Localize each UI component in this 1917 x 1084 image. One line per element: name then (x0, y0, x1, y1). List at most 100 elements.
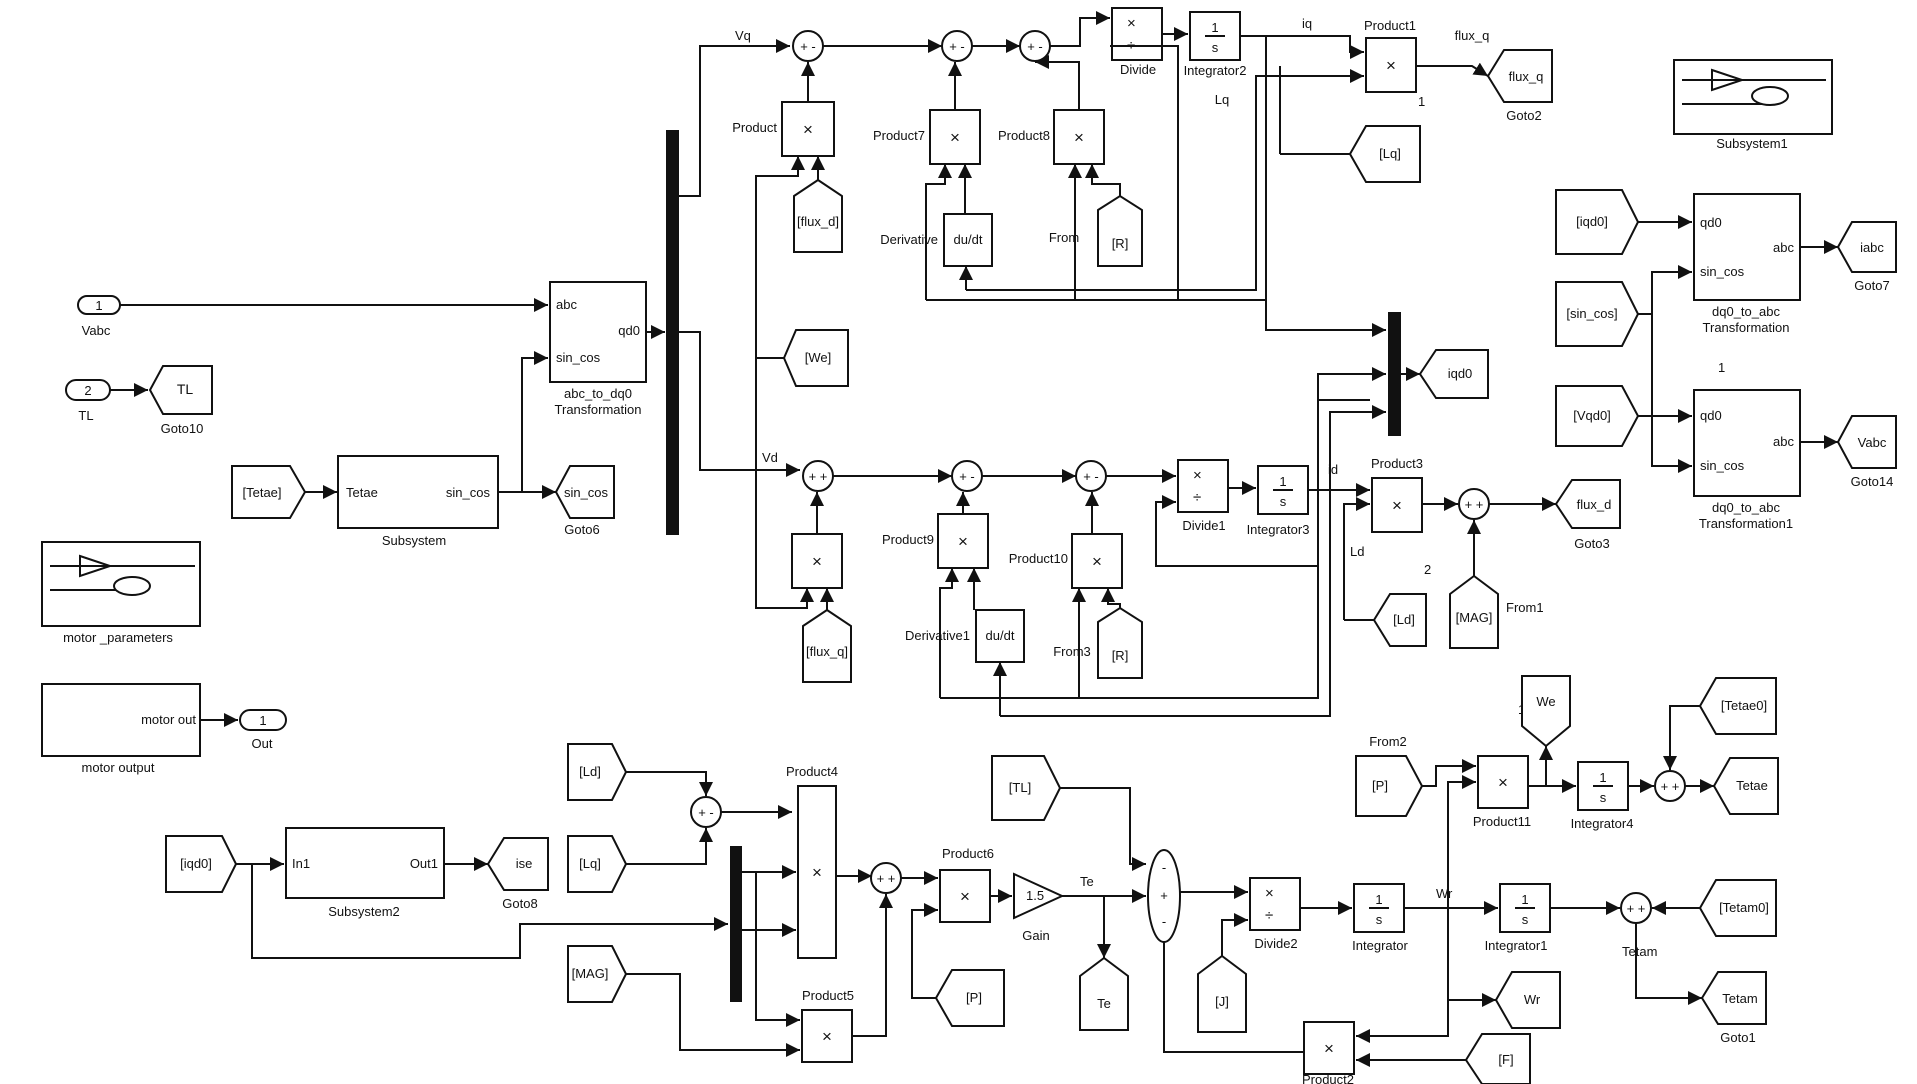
abc-to-dq0-transformation[interactable]: abc sin_cos qd0 abc_to_dq0 Transformatio… (549, 281, 647, 417)
product6-label: Product6 (942, 846, 994, 861)
product10-block[interactable]: × Product10 (1009, 533, 1123, 589)
goto-tetae[interactable]: Tetae (1712, 757, 1779, 815)
motor-output-block[interactable]: motor out motor output (41, 683, 201, 775)
from-mag[interactable]: [MAG] From1 (1449, 574, 1544, 649)
from-ld-2[interactable]: [Ld] (567, 743, 628, 801)
from-flux-d[interactable]: [flux_d] (793, 178, 843, 253)
product6-block[interactable]: × Product6 (939, 846, 994, 923)
outport-number: 1 (259, 713, 266, 728)
goto-wr[interactable]: Wr (1494, 971, 1561, 1029)
from-iqd0-2[interactable]: [iqd0] (165, 835, 238, 893)
from-r[interactable]: [R] (1097, 194, 1143, 267)
goto-tl[interactable]: TL Goto10 (148, 365, 213, 436)
sum-q3[interactable]: + - (1019, 30, 1051, 62)
from-j[interactable]: [J] (1197, 954, 1247, 1033)
abc-input-port: abc (556, 297, 577, 312)
from-iqd0[interactable]: [iqd0] (1555, 189, 1640, 255)
motor-parameters-block[interactable]: motor _parameters (41, 541, 201, 645)
subsystem2-out: Out1 (410, 856, 438, 871)
mux-bar[interactable] (1388, 312, 1401, 436)
from-p[interactable]: [P] (934, 969, 1005, 1027)
product4-block[interactable]: × Product4 (786, 764, 838, 959)
port-number-1b: 1 (1718, 360, 1725, 375)
from-tetam0[interactable]: [Tetam0] (1698, 879, 1777, 937)
goto-iqd0-label: iqd0 (1448, 366, 1473, 381)
sum-tetam[interactable]: + + (1620, 892, 1652, 924)
integrator-block[interactable]: 1s Integrator (1352, 883, 1408, 953)
subsystem-block[interactable]: Tetae sin_cos Subsystem (337, 455, 499, 548)
inport-tl[interactable]: 2 TL (65, 379, 111, 423)
from-tetae0[interactable]: [Tetae0] (1698, 677, 1777, 735)
product7-block[interactable]: × Product7 (873, 109, 981, 165)
sum-d3[interactable]: + - (1075, 460, 1107, 492)
integrator1-block[interactable]: 1s Integrator1 (1485, 883, 1551, 953)
integrator3-block[interactable]: 1s Integrator3 (1247, 465, 1310, 537)
from-r-2[interactable]: [R] (1097, 606, 1143, 679)
from-lq[interactable]: [Lq] (1348, 125, 1421, 183)
product9-block[interactable]: × Product9 (882, 513, 989, 569)
from-lq-2[interactable]: [Lq] (567, 835, 628, 893)
sum-ld-lq[interactable]: + - (690, 796, 722, 828)
sum-tetae[interactable]: + + (1654, 770, 1686, 802)
integrator2-block[interactable]: 1s Integrator2 (1184, 11, 1247, 78)
from-f[interactable]: [F] (1464, 1033, 1531, 1084)
from-mag-2[interactable]: [MAG] (567, 945, 628, 1003)
outport-out[interactable]: 1 Out (239, 709, 287, 751)
goto-flux-q[interactable]: flux_q Goto2 (1486, 49, 1553, 123)
demux-bar-2[interactable] (730, 846, 742, 1002)
product-block[interactable]: × Product (732, 101, 835, 157)
product8-block[interactable]: × Product8 (998, 109, 1105, 165)
from-sincos[interactable]: [sin_cos] (1555, 281, 1640, 347)
from-tetae[interactable]: [Tetae] (231, 465, 307, 519)
svg-text:s: s (1522, 912, 1529, 927)
dq0-to-abc-block[interactable]: qd0 sin_cos abc dq0_to_abc Transformatio… (1693, 193, 1801, 335)
divide-block[interactable]: ×÷ Divide (1111, 7, 1163, 77)
flux-q-signal-label: flux_q (1455, 28, 1490, 43)
from-p-2[interactable]: [P] (1355, 755, 1424, 817)
demux-bar[interactable] (666, 130, 679, 535)
divide2-block[interactable]: ×÷ Divide2 (1249, 877, 1301, 951)
sum-flux-d[interactable]: + + (1458, 488, 1490, 520)
from-tl[interactable]: [TL] (991, 755, 1062, 821)
goto-ise[interactable]: ise Goto8 (486, 837, 549, 911)
divide1-block[interactable]: ×÷ Divide1 (1177, 459, 1229, 533)
product1-block[interactable]: × Product1 (1364, 18, 1417, 93)
product11-block[interactable]: × Product11 (1473, 755, 1531, 829)
sum-q2[interactable]: + - (941, 30, 973, 62)
product5-block[interactable]: × Product5 (801, 988, 854, 1063)
goto-te[interactable]: Te (1079, 956, 1129, 1031)
dq0-to-abc-1-block[interactable]: qd0 sin_cos abc dq0_to_abc Transformatio… (1693, 389, 1801, 531)
svg-text:1: 1 (1375, 892, 1382, 907)
product-d-block[interactable]: × (791, 533, 843, 589)
abc-to-dq0-label-2: Transformation (555, 402, 642, 417)
product2-block[interactable]: × Product2 (1302, 1021, 1355, 1084)
sum-mech[interactable]: - + - (1147, 849, 1181, 943)
from-ld-label: [Ld] (1393, 612, 1415, 627)
product3-block[interactable]: × Product3 (1371, 456, 1423, 533)
sum-q1[interactable]: + - (792, 30, 824, 62)
derivative1-block[interactable]: du/dt Derivative1 (905, 609, 1025, 663)
from-vqd0[interactable]: [Vqd0] (1555, 385, 1640, 447)
integrator-label: Integrator (1352, 938, 1408, 953)
goto-iqd0[interactable]: iqd0 (1418, 349, 1489, 399)
derivative-block[interactable]: du/dt Derivative (880, 213, 993, 267)
integrator4-block[interactable]: 1s Integrator4 (1571, 761, 1634, 831)
subsystem2-block[interactable]: In1 Out1 Subsystem2 (285, 827, 445, 919)
subsystem1-block[interactable]: Subsystem1 (1673, 59, 1833, 151)
sum-d2[interactable]: + - (951, 460, 983, 492)
subsystem2-in: In1 (292, 856, 310, 871)
goto-vabc[interactable]: Vabc Goto14 (1836, 415, 1897, 489)
goto-we[interactable]: We (1521, 675, 1571, 748)
goto-tetam[interactable]: Tetam Goto1 (1700, 971, 1767, 1045)
sum-torque[interactable]: + + (870, 862, 902, 894)
goto-iabc[interactable]: iabc Goto7 (1836, 221, 1897, 293)
from-flux-q[interactable]: [flux_q] (802, 608, 852, 683)
from-tetam0-label: [Tetam0] (1719, 900, 1769, 915)
gain-block[interactable]: 1.5 Gain (1013, 872, 1065, 943)
goto-sincos[interactable]: sin_cos Goto6 (554, 465, 615, 537)
from-ld[interactable]: [Ld] (1372, 593, 1427, 647)
goto-flux-d[interactable]: flux_d Goto3 (1554, 479, 1621, 551)
sum-d1[interactable]: + + (802, 460, 834, 492)
from-we[interactable]: [We] (782, 329, 849, 387)
inport-vabc[interactable]: 1 Vabc (77, 295, 121, 338)
